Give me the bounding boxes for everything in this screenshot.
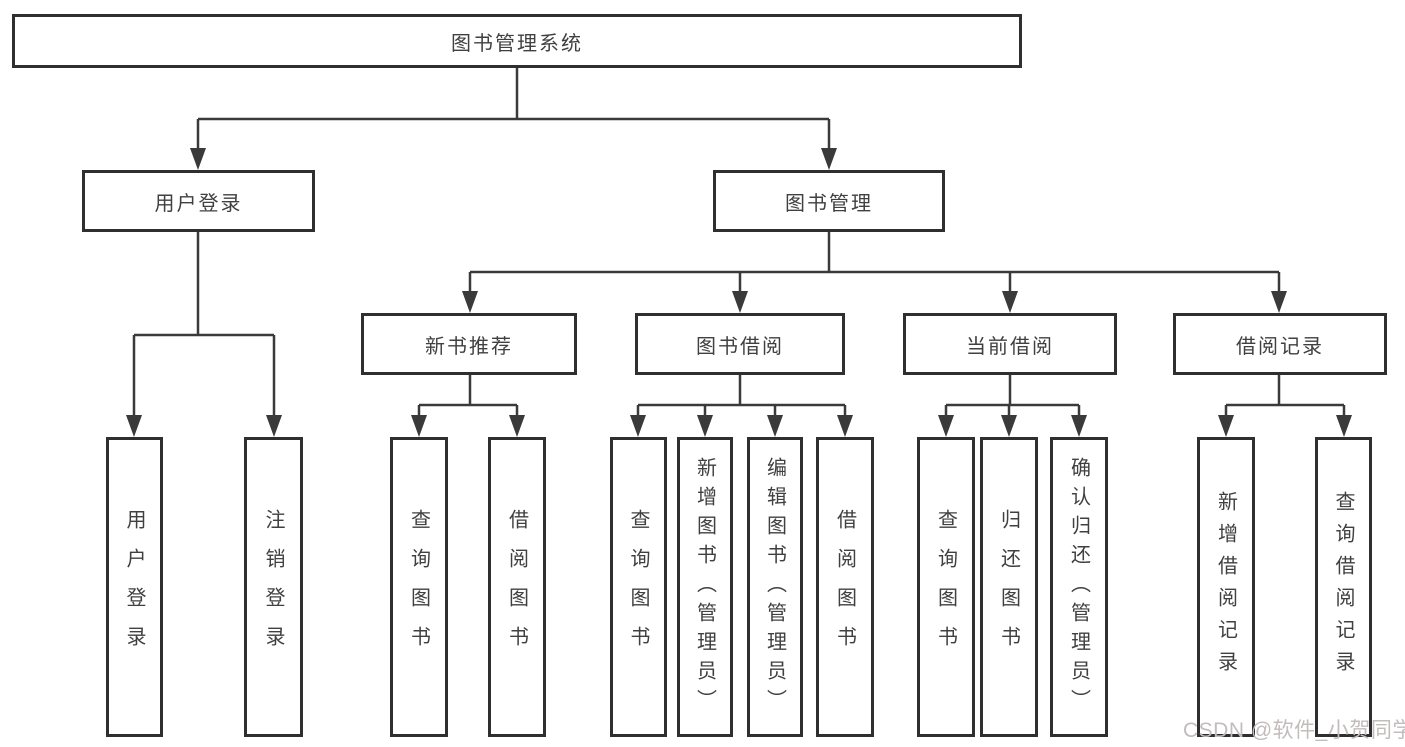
leaf-label: 新增借阅记录 <box>1214 491 1237 683</box>
leaf-edit-books-admin: 编辑图书（管理员） <box>747 437 803 737</box>
leaf-borrow-books: 借阅图书 <box>488 437 546 737</box>
leaf-label: 借阅图书 <box>833 509 856 665</box>
leaf-label: 查询借阅记录 <box>1332 491 1354 683</box>
leaf-label: 新增图书（管理员） <box>693 456 716 718</box>
leaf-borrow-books-2: 借阅图书 <box>816 437 874 737</box>
leaf-logout-login: 注销登录 <box>244 437 303 737</box>
node-label: 图书管理系统 <box>451 32 583 55</box>
leaf-query-books: 查询图书 <box>390 437 448 737</box>
node-book-borrowing: 图书借阅 <box>635 313 845 375</box>
leaf-label: 查询图书 <box>627 509 649 665</box>
tree-edges <box>132 68 1346 417</box>
leaf-query-borrow-record: 查询借阅记录 <box>1315 437 1372 737</box>
node-user-login: 用户登录 <box>82 170 315 232</box>
leaf-query-books-2: 查询图书 <box>610 437 667 737</box>
node-label: 图书借阅 <box>696 335 784 358</box>
node-library-management-system: 图书管理系统 <box>12 14 1022 68</box>
leaf-add-borrow-record: 新增借阅记录 <box>1197 437 1255 737</box>
leaf-label: 归还图书 <box>997 509 1020 665</box>
leaf-label: 借阅图书 <box>505 509 528 665</box>
node-new-book-recommendation: 新书推荐 <box>361 313 577 375</box>
leaf-label: 确认归还（管理员） <box>1067 456 1090 718</box>
node-book-management: 图书管理 <box>713 170 945 232</box>
leaf-query-books-3: 查询图书 <box>917 437 975 737</box>
node-label: 新书推荐 <box>425 335 513 358</box>
leaf-return-books: 归还图书 <box>980 437 1038 737</box>
node-borrowing-records: 借阅记录 <box>1173 313 1387 375</box>
leaf-confirm-return-admin: 确认归还（管理员） <box>1050 437 1108 737</box>
leaf-user-login: 用户登录 <box>106 437 163 737</box>
csdn-watermark: CSDN @软件_小贺同学 <box>1183 719 1405 742</box>
leaf-add-books-admin: 新增图书（管理员） <box>677 437 733 737</box>
leaf-label: 注销登录 <box>262 509 284 665</box>
node-current-borrowing: 当前借阅 <box>903 313 1117 375</box>
leaf-label: 查询图书 <box>934 509 957 665</box>
leaf-label: 编辑图书（管理员） <box>763 456 786 718</box>
node-label: 图书管理 <box>785 192 873 215</box>
node-label: 用户登录 <box>154 192 243 215</box>
node-label: 借阅记录 <box>1236 335 1324 358</box>
leaf-label: 查询图书 <box>407 509 430 665</box>
leaf-label: 用户登录 <box>123 509 145 665</box>
node-label: 当前借阅 <box>966 335 1054 358</box>
arrowheads <box>126 148 1352 437</box>
